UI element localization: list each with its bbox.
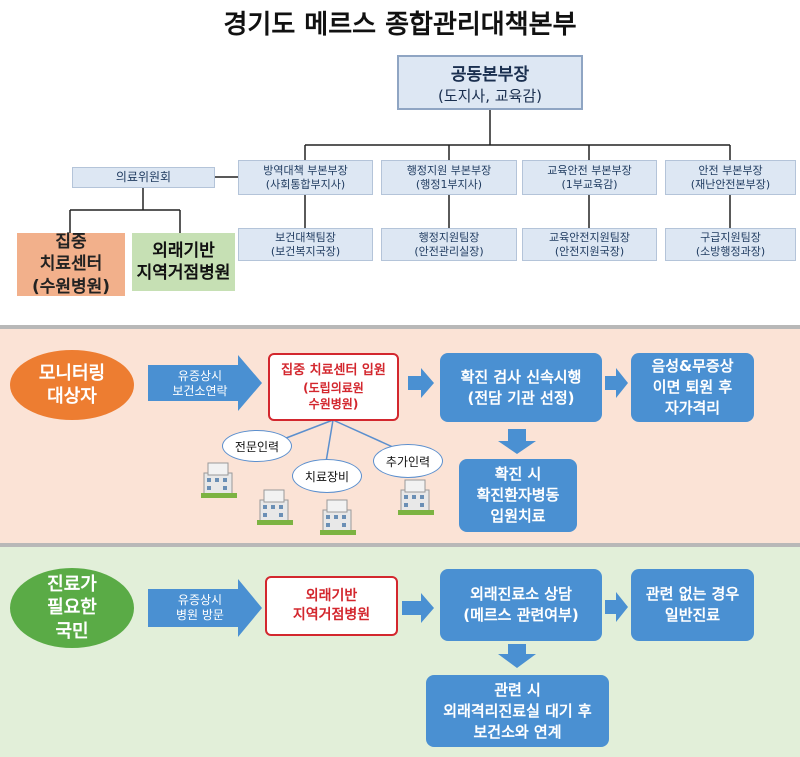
- related-line2: 외래격리진료실 대기 후: [443, 701, 592, 720]
- citizen-line1: 진료가: [47, 573, 97, 595]
- committee-box: 의료위원회: [72, 167, 215, 188]
- flow2-arrow-line2: 병원 방문: [176, 608, 224, 622]
- deputy-box: 방역대책 부본부장 (사회통합부지사): [238, 160, 373, 195]
- team-sub: (안전관리실장): [414, 244, 484, 258]
- team-box: 교육안전지원팀장 (안전지원국장): [522, 228, 657, 261]
- deputy-sub: (1부교육감): [561, 177, 618, 191]
- resource-equipment: 치료장비: [292, 459, 362, 493]
- team-sub: (안전지원국장): [554, 244, 625, 258]
- hq-title: 공동본부장: [450, 64, 530, 85]
- org-connectors: [69, 110, 731, 233]
- general-care-box: 관련 없는 경우 일반진료: [631, 569, 754, 641]
- regional-hospital-line2: 지역거점병원: [292, 607, 371, 623]
- related-case-box: 관련 시 외래격리진료실 대기 후 보건소와 연계: [426, 675, 609, 747]
- treatment-center-line2: 치료센터: [39, 254, 103, 275]
- section-divider: [0, 543, 800, 547]
- monitoring-target-node: 모니터링 대상자: [10, 350, 134, 420]
- rapid-test-line1: 확진 검사 신속시행: [460, 367, 582, 386]
- monitoring-line2: 대상자: [47, 386, 97, 407]
- flow1-arrow-line1: 유증상시: [177, 369, 223, 383]
- regional-hospital-box: 외래기반 지역거점병원: [265, 576, 398, 636]
- team-box: 구급지원팀장 (소방행정과장): [665, 228, 796, 261]
- monitoring-line1: 모니터링: [38, 362, 106, 384]
- negative-result-box: 음성&무증상 이면 퇴원 후 자가격리: [631, 353, 754, 422]
- hospital-line1: 외래기반: [152, 240, 215, 261]
- team-sub: (보건복지국장): [270, 244, 341, 258]
- negative-line3: 자가격리: [664, 399, 721, 417]
- hospital-building-icon: [257, 489, 293, 525]
- hq-subtitle: (도지사, 교육감): [437, 86, 543, 105]
- confirmed-line3: 입원치료: [490, 507, 546, 525]
- deputy-box: 안전 부본부장 (재난안전본부장): [665, 160, 796, 195]
- resource-staff: 전문인력: [222, 430, 292, 462]
- admission-line1: 집중 치료센터 입원: [281, 363, 386, 379]
- team-title: 교육안전지원팀장: [549, 230, 630, 244]
- hospital-box: 외래기반 지역거점병원: [132, 233, 235, 291]
- flow1-arrow-label: 유증상시 보건소연락: [160, 368, 240, 400]
- confirmed-line1: 확진 시: [494, 465, 542, 483]
- deputy-title: 행정지원 부본부장: [406, 163, 492, 177]
- section-divider: [0, 325, 800, 329]
- flow1-arrow-line2: 보건소연락: [172, 384, 228, 398]
- team-title: 보건대책팀장: [275, 230, 336, 244]
- team-title: 구급지원팀장: [700, 230, 761, 244]
- admission-line3: 수원병원): [308, 396, 359, 411]
- deputy-title: 교육안전 부본부장: [547, 163, 632, 177]
- page-title: 경기도 메르스 종합관리대책본부: [223, 9, 577, 40]
- related-line1: 관련 시: [494, 680, 541, 699]
- hospital-building-icon: [320, 499, 356, 535]
- team-title: 행정지원팀장: [418, 230, 480, 244]
- admission-line2: (도립의료원: [303, 380, 364, 395]
- negative-line2: 이면 퇴원 후: [652, 378, 733, 396]
- rapid-test-line2: (전담 기관 선정): [467, 388, 575, 407]
- negative-line1: 음성&무증상: [651, 357, 734, 375]
- rapid-test-box: 확진 검사 신속시행 (전담 기관 선정): [440, 353, 602, 422]
- deputy-box: 교육안전 부본부장 (1부교육감): [522, 160, 657, 195]
- resource-extra-staff: 추가인력: [373, 444, 443, 478]
- team-box: 행정지원팀장 (안전관리실장): [381, 228, 517, 261]
- deputy-title: 방역대책 부본부장: [263, 163, 348, 177]
- regional-hospital-line1: 외래기반: [305, 588, 358, 605]
- consult-line1: 외래진료소 상담: [470, 585, 572, 603]
- deputy-box: 행정지원 부본부장 (행정1부지사): [381, 160, 517, 195]
- team-box: 보건대책팀장 (보건복지국장): [238, 228, 373, 261]
- hospital-building-icon: [398, 479, 434, 515]
- hq-box: 공동본부장 (도지사, 교육감): [397, 55, 583, 110]
- general-line2: 일반진료: [664, 606, 721, 624]
- confirmed-line2: 확진환자병동: [476, 486, 560, 504]
- team-sub: (소방행정과장): [695, 244, 766, 258]
- hospital-line2: 지역거점병원: [136, 263, 231, 283]
- deputy-sub: (행정1부지사): [415, 177, 483, 191]
- confirmed-case-box: 확진 시 확진환자병동 입원치료: [459, 459, 577, 532]
- treatment-center-admission-box: 집중 치료센터 입원 (도립의료원 수원병원): [268, 353, 399, 421]
- deputy-sub: (재난안전본부장): [690, 177, 771, 191]
- hospital-building-icon: [201, 462, 237, 498]
- patient-citizen-node: 진료가 필요한 국민: [10, 568, 134, 648]
- related-line3: 보건소와 연계: [473, 722, 562, 741]
- citizen-line2: 필요한: [47, 597, 97, 619]
- flow2-arrow-label: 유증상시 병원 방문: [160, 592, 240, 624]
- deputy-sub: (사회통합부지사): [265, 177, 346, 191]
- treatment-center-line3: (수원병원): [31, 276, 111, 297]
- general-line1: 관련 없는 경우: [645, 585, 740, 603]
- treatment-center-line1: 집중: [55, 232, 87, 253]
- flow2-arrow-line1: 유증상시: [177, 593, 223, 607]
- outpatient-consult-box: 외래진료소 상담 (메르스 관련여부): [440, 569, 602, 641]
- treatment-center-box: 집중 치료센터 (수원병원): [17, 232, 125, 297]
- consult-line2: (메르스 관련여부): [463, 606, 579, 624]
- citizen-line3: 국민: [55, 620, 89, 642]
- deputy-title: 안전 부본부장: [698, 163, 763, 177]
